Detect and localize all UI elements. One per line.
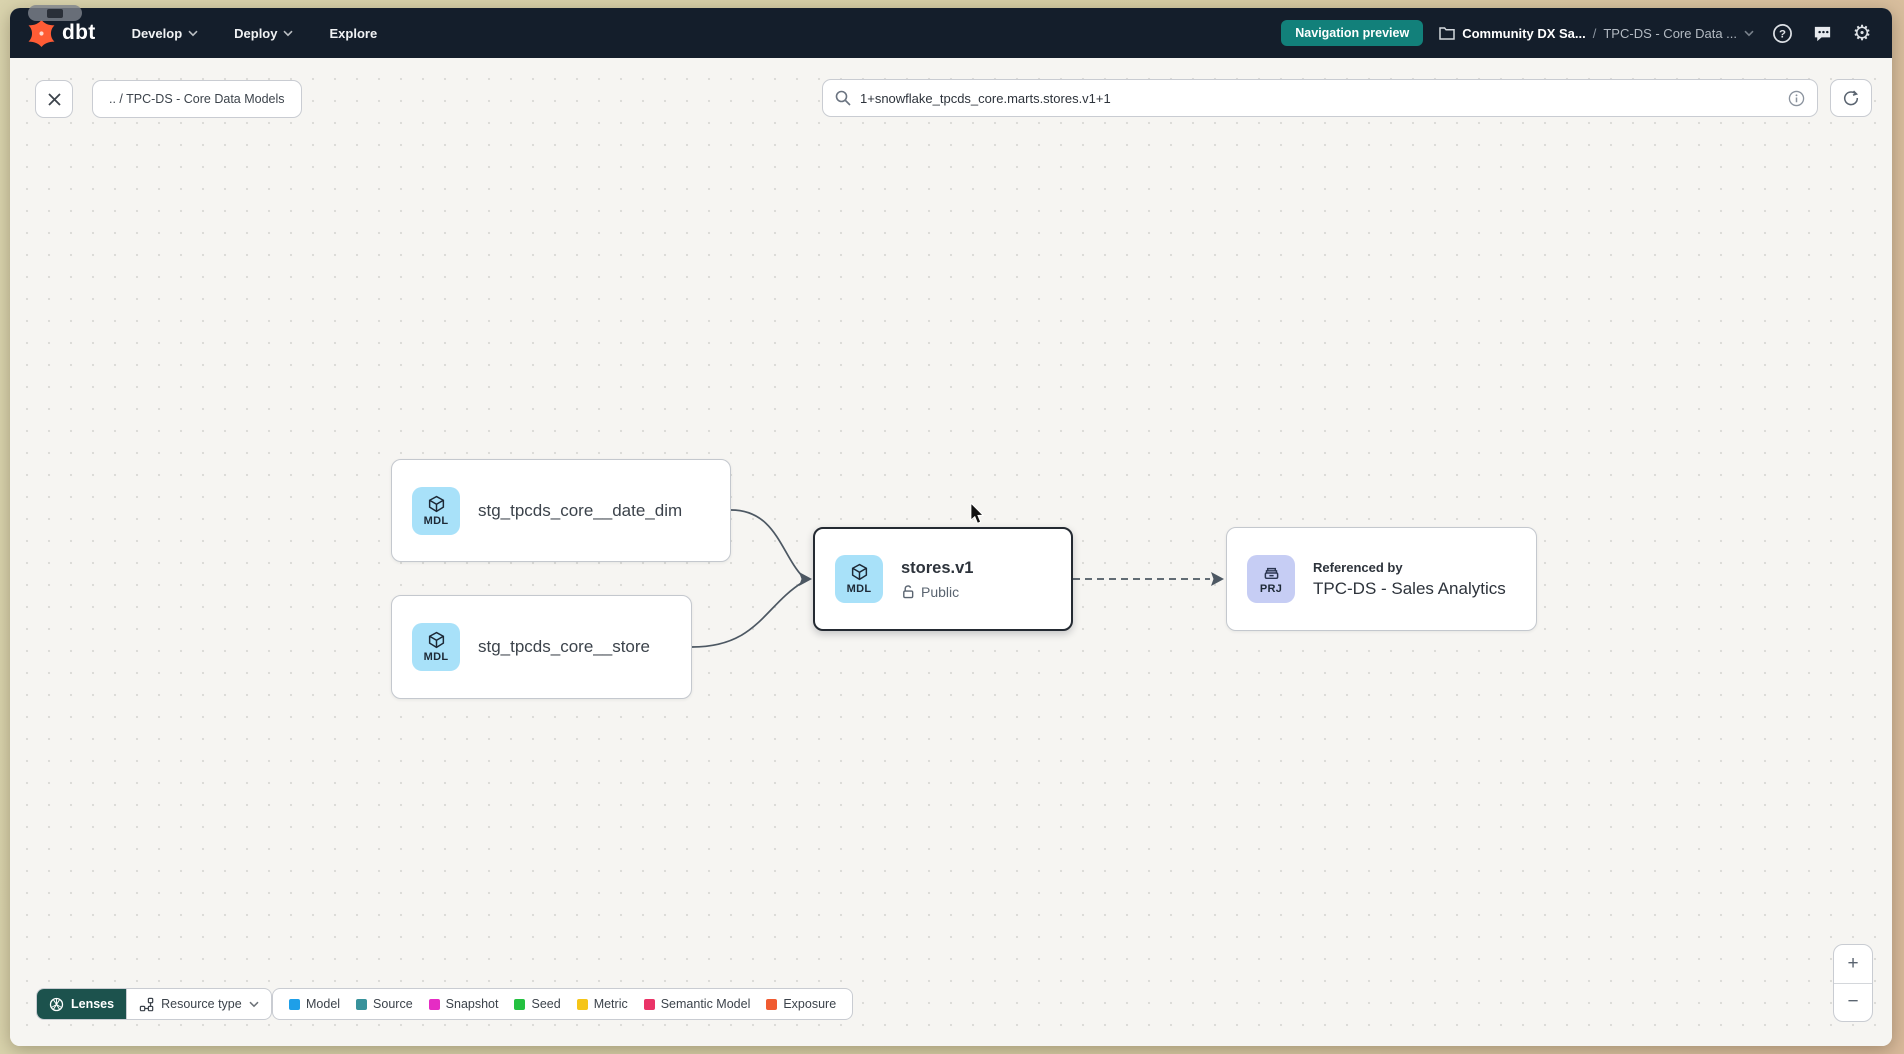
menu-deploy[interactable]: Deploy [234, 26, 293, 41]
badge-label: PRJ [1260, 583, 1282, 595]
project-name: TPC-DS - Core Data ... [1603, 26, 1737, 41]
cube-icon [427, 631, 446, 650]
exposure-swatch [766, 999, 777, 1010]
screen-share-indicator [28, 5, 82, 21]
breadcrumb-separator: / [1593, 26, 1597, 41]
node-label: stg_tpcds_core__date_dim [478, 501, 682, 521]
help-icon[interactable]: ? [1770, 21, 1794, 45]
lens-aperture-icon [49, 997, 64, 1012]
project-badge: PRJ [1247, 555, 1295, 603]
referenced-by-label: Referenced by [1313, 560, 1506, 575]
badge-label: MDL [424, 515, 449, 527]
dbt-logo[interactable]: dbt [28, 20, 96, 47]
node-access: Public [901, 584, 973, 600]
zoom-in-button[interactable]: + [1834, 945, 1872, 984]
menu-deploy-label: Deploy [234, 26, 277, 41]
badge-label: MDL [424, 651, 449, 663]
top-navbar: dbt Develop Deploy Explore Navigation pr… [10, 8, 1892, 58]
archive-stack-icon [1262, 563, 1281, 582]
mouse-cursor [968, 503, 986, 525]
node-label: stg_tpcds_core__store [478, 637, 650, 657]
model-badge: MDL [412, 623, 460, 671]
node-stores-v1[interactable]: MDL stores.v1 Public [813, 527, 1073, 631]
chevron-down-icon [283, 30, 293, 37]
legend-model: Model [289, 997, 340, 1011]
screen-share-icon [47, 9, 63, 18]
badge-label: MDL [847, 583, 872, 595]
menu-explore[interactable]: Explore [329, 26, 377, 41]
lock-open-icon [901, 584, 915, 599]
folder-icon [1439, 26, 1455, 40]
lineage-canvas[interactable]: .. / TPC-DS - Core Data Models MDL [10, 58, 1892, 1046]
cube-icon [850, 563, 869, 582]
feedback-chat-icon[interactable] [1810, 21, 1834, 45]
node-stg-tpcds-core-date-dim[interactable]: MDL stg_tpcds_core__date_dim [391, 459, 731, 562]
legend-snapshot: Snapshot [429, 997, 499, 1011]
account-breadcrumb[interactable]: Community DX Sa... / TPC-DS - Core Data … [1439, 26, 1754, 41]
lineage-search [822, 79, 1818, 117]
settings-gear-icon[interactable]: ⚙ [1850, 21, 1874, 45]
chevron-down-icon [249, 1001, 259, 1008]
access-label: Public [921, 584, 959, 600]
referenced-project-name: TPC-DS - Sales Analytics [1313, 579, 1506, 599]
info-icon[interactable] [1788, 90, 1805, 107]
lineage-breadcrumb-button[interactable]: .. / TPC-DS - Core Data Models [92, 80, 302, 118]
refresh-lineage-button[interactable] [1830, 79, 1872, 117]
main-menu: Develop Deploy Explore [132, 26, 378, 41]
dbt-logo-text: dbt [62, 21, 96, 45]
account-name: Community DX Sa... [1462, 26, 1586, 41]
lens-controls: Lenses Resource type [36, 988, 272, 1020]
legend-semantic-model: Semantic Model [644, 997, 751, 1011]
menu-develop-label: Develop [132, 26, 183, 41]
resource-type-dropdown[interactable]: Resource type [126, 989, 271, 1019]
metric-swatch [577, 999, 588, 1010]
legend-seed: Seed [514, 997, 560, 1011]
legend-metric: Metric [577, 997, 628, 1011]
node-stg-tpcds-core-store[interactable]: MDL stg_tpcds_core__store [391, 595, 692, 699]
search-input[interactable] [860, 91, 1779, 106]
model-badge: MDL [412, 487, 460, 535]
resource-type-label: Resource type [161, 997, 242, 1011]
semantic-model-swatch [644, 999, 655, 1010]
close-icon [47, 92, 62, 107]
node-text-block: stores.v1 Public [901, 559, 973, 600]
navigation-preview-badge[interactable]: Navigation preview [1281, 20, 1423, 46]
dbt-logo-icon [28, 20, 55, 47]
svg-text:?: ? [1779, 28, 1786, 40]
legend-source: Source [356, 997, 413, 1011]
seed-swatch [514, 999, 525, 1010]
cube-icon [427, 495, 446, 514]
search-icon [835, 90, 851, 106]
node-text-block: Referenced by TPC-DS - Sales Analytics [1313, 560, 1506, 599]
legend-exposure: Exposure [766, 997, 836, 1011]
snapshot-swatch [429, 999, 440, 1010]
menu-explore-label: Explore [329, 26, 377, 41]
navbar-right: Navigation preview Community DX Sa... / … [1281, 20, 1874, 46]
app-window: dbt Develop Deploy Explore Navigation pr… [10, 8, 1892, 1046]
menu-develop[interactable]: Develop [132, 26, 199, 41]
resource-graph-icon [139, 997, 154, 1012]
model-swatch [289, 999, 300, 1010]
source-swatch [356, 999, 367, 1010]
lenses-label: Lenses [71, 997, 114, 1011]
lenses-button[interactable]: Lenses [37, 989, 126, 1019]
zoom-out-button[interactable]: − [1834, 984, 1872, 1022]
chevron-down-icon [188, 30, 198, 37]
refresh-icon [1842, 89, 1860, 107]
close-lineage-button[interactable] [35, 80, 73, 118]
chevron-down-icon[interactable] [1744, 30, 1754, 37]
resource-type-legend: Model Source Snapshot Seed Metric Semant… [272, 988, 853, 1020]
model-badge: MDL [835, 555, 883, 603]
node-title: stores.v1 [901, 559, 973, 578]
zoom-controls: + − [1833, 944, 1873, 1022]
node-referenced-by-project[interactable]: PRJ Referenced by TPC-DS - Sales Analyti… [1226, 527, 1537, 631]
